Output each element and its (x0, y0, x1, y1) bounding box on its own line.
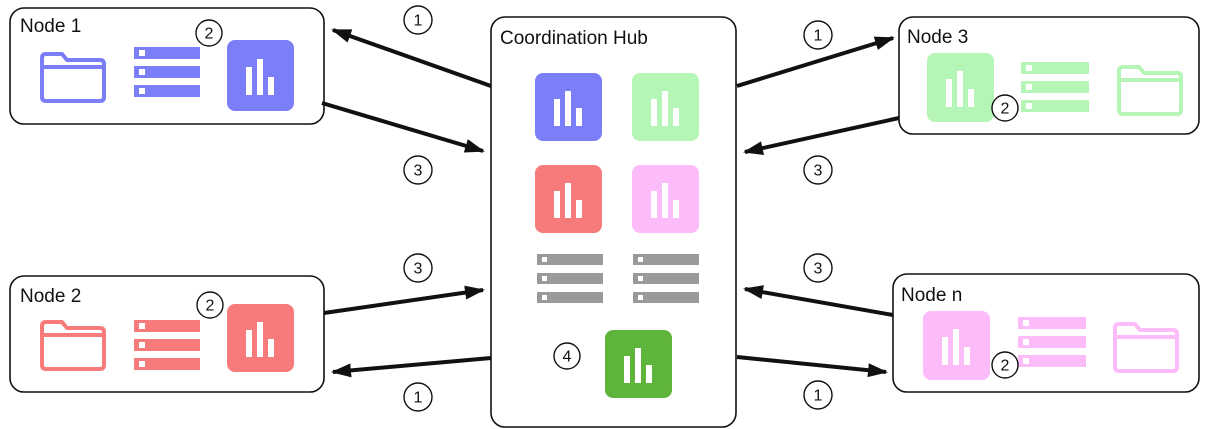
node-2-title: Node 2 (20, 286, 81, 307)
server-icon (134, 47, 200, 97)
arrow-node-3-to-hub (743, 116, 900, 155)
server-icon (1018, 317, 1086, 367)
node-n-title: Node n (901, 285, 962, 306)
server-icon (1021, 62, 1089, 112)
step-marker: 3 (803, 253, 833, 283)
node-1-title: Node 1 (20, 16, 81, 37)
step-marker: 3 (403, 253, 433, 283)
step-marker: 3 (403, 155, 433, 185)
svg-text:2: 2 (1001, 101, 1010, 118)
svg-text:1: 1 (814, 28, 823, 45)
folder-icon (40, 320, 106, 371)
aggregate-bar-chart-icon (605, 330, 672, 398)
folder-icon (40, 52, 106, 103)
node-3-title: Node 3 (907, 27, 968, 48)
svg-text:4: 4 (563, 349, 572, 366)
svg-text:1: 1 (414, 13, 423, 30)
step-marker: 3 (803, 155, 833, 185)
svg-text:1: 1 (814, 388, 823, 405)
svg-text:2: 2 (206, 298, 215, 315)
step-marker: 1 (803, 20, 833, 50)
bar-chart-icon (927, 53, 994, 122)
step-marker: 1 (803, 380, 833, 410)
bar-chart-icon (632, 165, 699, 233)
step-marker: 2 (991, 94, 1019, 122)
arrow-hub-to-node-1 (331, 28, 492, 88)
bar-chart-icon (632, 73, 699, 141)
step-marker: 2 (196, 291, 224, 319)
server-icon (537, 254, 603, 303)
svg-text:3: 3 (414, 261, 423, 278)
svg-text:2: 2 (1001, 358, 1010, 375)
arrow-hub-to-node-2 (331, 356, 492, 378)
step-marker: 2 (195, 19, 223, 47)
server-icon (633, 254, 699, 303)
arrow-node-1-to-hub (321, 101, 485, 153)
step-marker: 2 (991, 351, 1019, 379)
step-marker: 1 (403, 5, 433, 35)
arrow-node-2-to-hub (323, 285, 485, 315)
step-marker: 1 (403, 382, 433, 412)
arrow-node-n-to-hub (743, 285, 894, 317)
svg-text:3: 3 (814, 163, 823, 180)
step-marker: 4 (553, 342, 581, 370)
bar-chart-icon (535, 165, 602, 233)
svg-text:2: 2 (205, 26, 214, 43)
server-icon (134, 320, 200, 370)
bar-chart-icon (923, 311, 990, 380)
arrow-hub-to-node-n (736, 355, 888, 378)
arrow-hub-to-node-3 (736, 36, 895, 88)
folder-icon (1113, 322, 1179, 373)
bar-chart-icon (535, 73, 602, 141)
hub-title: Coordination Hub (500, 28, 648, 49)
svg-text:3: 3 (414, 163, 423, 180)
bar-chart-icon (227, 40, 294, 111)
bar-chart-icon (227, 304, 294, 372)
folder-icon (1117, 65, 1183, 116)
svg-text:3: 3 (814, 261, 823, 278)
svg-text:1: 1 (414, 390, 423, 407)
